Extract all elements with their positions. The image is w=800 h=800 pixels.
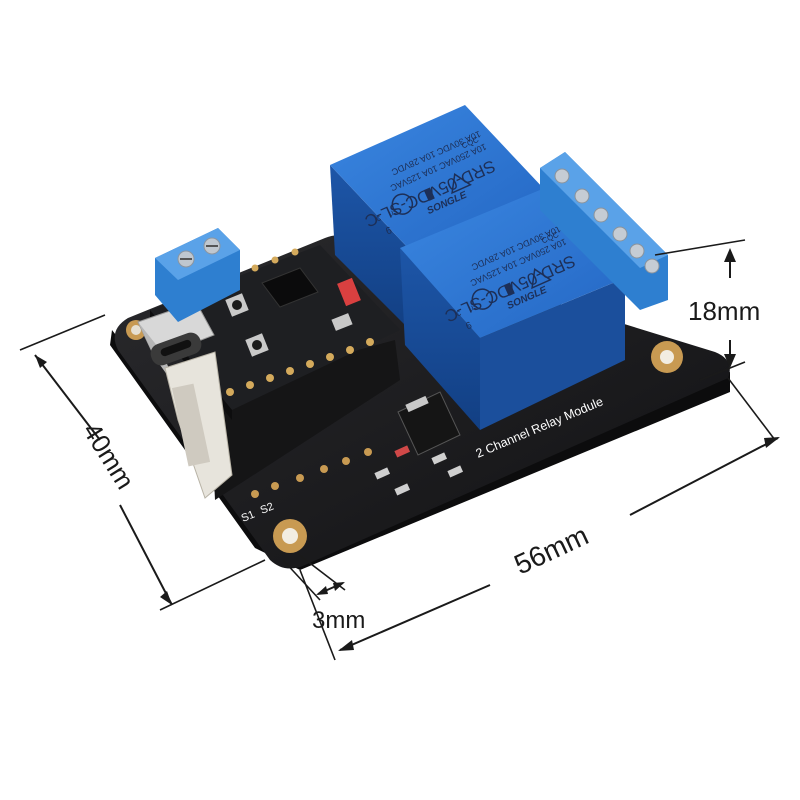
arrow-down-icon (160, 591, 172, 605)
relay-2-pin-mark: 6 (464, 320, 474, 332)
ul-mark-icon (471, 288, 494, 310)
reset-button (225, 293, 249, 317)
header-pads (251, 448, 372, 498)
boot-button (245, 333, 269, 357)
relay-2-c-mark: c (454, 307, 463, 318)
relay-1-c-mark: c (374, 212, 383, 223)
dimension-depth: 40mm (77, 417, 141, 494)
dimension-hole-offset: 3mm (312, 607, 365, 634)
mounting-hole-left (273, 519, 307, 553)
load-terminal-block (540, 152, 668, 310)
pin-labels: S1 S2 (240, 501, 276, 525)
warning-triangle-icon (451, 172, 472, 195)
jst-connector (164, 351, 233, 499)
relay-1-pin-mark: 6 (384, 225, 394, 237)
relay-2-us-mark: us (467, 301, 478, 313)
relay-2: SRD-05VDC-SL-C 10A 250VAC 10A 125VAC 10A… (400, 190, 625, 430)
relay-2-indicator (504, 282, 515, 296)
dimension-height: 18mm (688, 296, 760, 326)
arrow-up-icon (35, 355, 47, 368)
pin-label-s1: S1 (240, 509, 257, 525)
arrow-up-icon (724, 248, 736, 262)
arrow-down-icon (724, 354, 736, 368)
mounting-hole-right (651, 341, 683, 373)
dimension-length: 56mm (509, 519, 593, 580)
height-dimension: 18mm (688, 248, 760, 368)
power-terminal (155, 228, 240, 322)
smd-components (374, 445, 464, 496)
relay-1-indicator (424, 187, 435, 201)
diode (397, 391, 461, 456)
ul-mark-icon (391, 193, 414, 215)
relay-1-us-mark: us (387, 206, 398, 218)
arrow-left-icon (338, 640, 354, 651)
hole-offset-dimension: 3mm (312, 582, 365, 634)
pin-label-s2: S2 (259, 501, 276, 517)
warning-triangle-icon (531, 267, 552, 290)
arrow-right-icon (333, 582, 345, 591)
arrow-left-icon (316, 586, 328, 595)
arrow-right-icon (764, 437, 780, 448)
